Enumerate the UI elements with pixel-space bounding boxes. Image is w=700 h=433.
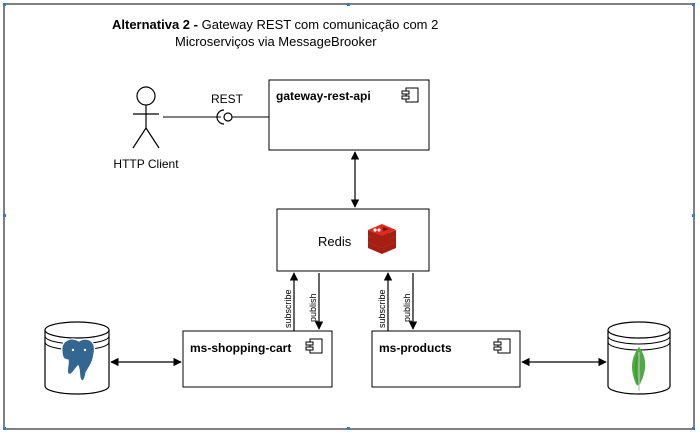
- redis-label: Redis: [318, 234, 352, 249]
- products-subscribe-label: subscribe: [377, 289, 387, 328]
- frame-handles: [3, 3, 695, 430]
- products-component-icon: [493, 338, 511, 354]
- redis-logo-icon: [368, 224, 396, 254]
- diagram-title: Alternativa 2 - Gateway REST com comunic…: [112, 17, 438, 32]
- products-publish-label: publish: [402, 293, 412, 322]
- actor-label: HTTP Client: [113, 157, 179, 171]
- products-component[interactable]: [371, 330, 521, 388]
- actor-icon: [132, 86, 160, 149]
- title-line2: Microserviços via MessageBrooker: [175, 34, 377, 49]
- products-label: ms-products: [379, 341, 452, 355]
- postgres-elephant-icon: [61, 338, 96, 382]
- cart-component[interactable]: [182, 330, 333, 388]
- redis-component[interactable]: [276, 208, 430, 272]
- mongo-leaf-icon: [632, 347, 646, 391]
- cart-component-icon: [305, 338, 323, 354]
- interface-ball-icon: [223, 112, 233, 122]
- title-prefix: Alternativa 2 -: [112, 17, 198, 32]
- interface-label: REST: [211, 92, 244, 106]
- cart-label: ms-shopping-cart: [190, 341, 291, 355]
- title-line1: Gateway REST com comunicação com 2: [198, 17, 438, 32]
- gateway-label: gateway-rest-api: [276, 89, 371, 103]
- gateway-component-icon: [401, 87, 419, 103]
- cart-subscribe-label: subscribe: [283, 289, 293, 328]
- interface-socket-icon: [216, 109, 225, 125]
- cart-publish-label: publish: [308, 293, 318, 322]
